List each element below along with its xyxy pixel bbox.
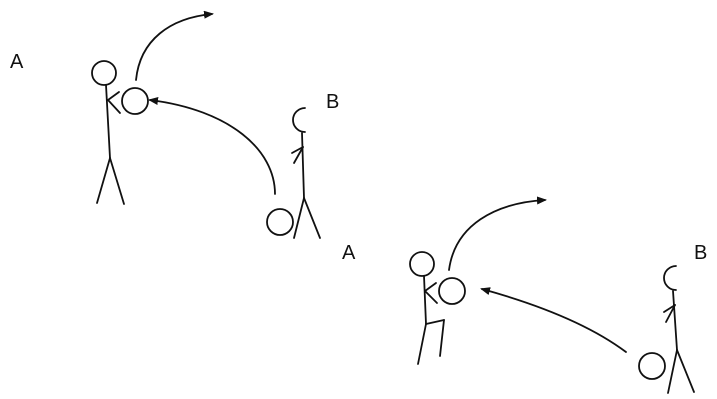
label-player-a-bottom: A bbox=[342, 242, 356, 264]
roll-arrow-top bbox=[148, 97, 276, 195]
label-player-b-bottom: B bbox=[694, 242, 708, 264]
player-a-bottom-figure bbox=[409, 251, 445, 365]
throw-arrow-bottom bbox=[448, 196, 547, 271]
roll-arrow-bottom bbox=[480, 287, 627, 353]
ball-roll-bottom bbox=[638, 352, 666, 380]
ball-caught-top bbox=[121, 87, 149, 115]
label-player-a-top: A bbox=[10, 51, 24, 73]
throw-arrow-top bbox=[135, 10, 214, 81]
ball-roll-top bbox=[266, 208, 294, 236]
ball-caught-bottom bbox=[438, 277, 466, 305]
player-a-top-figure bbox=[91, 60, 125, 205]
player-b-top-figure bbox=[291, 107, 321, 239]
label-player-b-top: B bbox=[326, 91, 340, 113]
player-b-bottom-figure bbox=[663, 265, 695, 394]
